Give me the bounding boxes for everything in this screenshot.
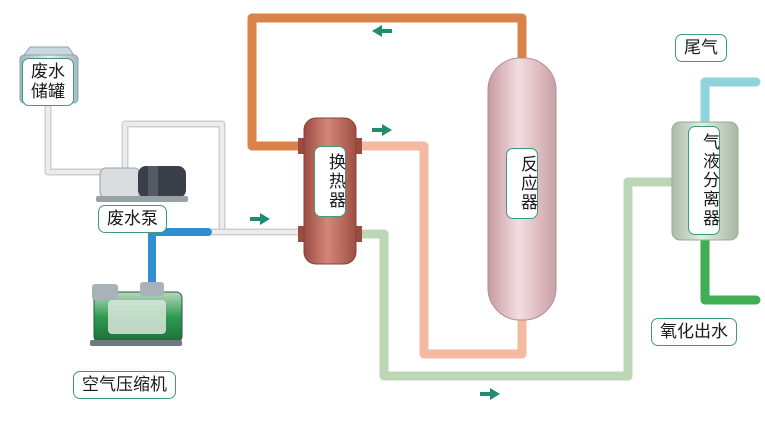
heat-exchanger-label: 换热器 [314, 146, 346, 217]
air-compressor [90, 282, 183, 346]
reactor-label: 反应器 [506, 148, 538, 219]
wastewater-pump-label: 废水泵 [98, 205, 167, 233]
hot-loop-line [247, 13, 527, 151]
cooled-outlet-line [355, 177, 677, 381]
wastewater-pump [96, 166, 188, 202]
exhaust-line [700, 77, 761, 125]
arrow-left-top [372, 25, 392, 37]
gas-liquid-separator-label: 气液分离器 [688, 126, 720, 235]
wastewater-tank-label: 废水 储罐 [22, 58, 74, 106]
wastewater-tank-label-line1: 废水 [31, 62, 65, 82]
air-compressor-label: 空气压缩机 [73, 371, 176, 399]
arrow-right-hx-out [372, 124, 392, 136]
exhaust-gas-label: 尾气 [675, 34, 727, 62]
oxidized-effluent-label: 氧化出水 [651, 318, 737, 346]
arrow-right-feed [250, 213, 270, 225]
feed-line [44, 96, 304, 236]
wastewater-tank-label-line2: 储罐 [31, 82, 65, 102]
flow-arrows [250, 25, 500, 400]
arrow-right-bottom [480, 388, 500, 400]
effluent-line [700, 233, 761, 305]
hot-return-line [355, 141, 527, 359]
